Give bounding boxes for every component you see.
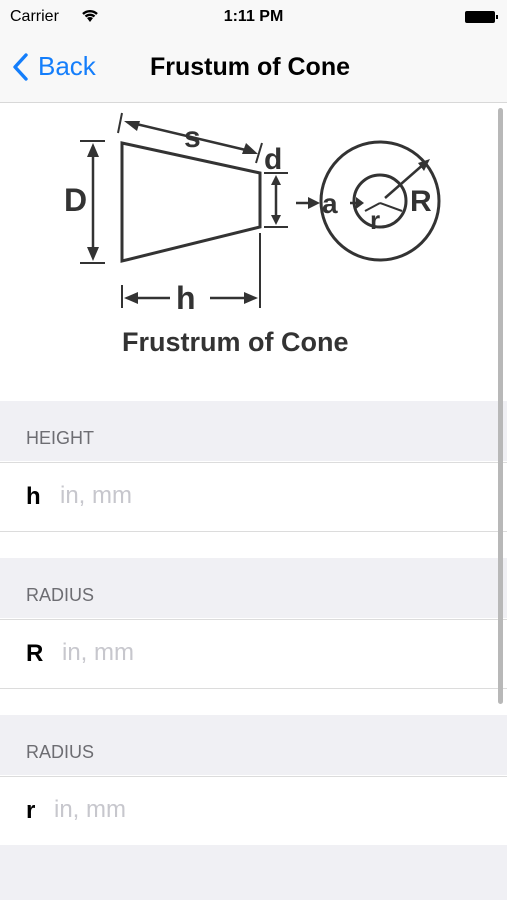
diagram-label-R: R — [410, 185, 432, 218]
section-header-radius-outer: RADIUS — [0, 558, 507, 618]
radius-outer-input[interactable] — [60, 638, 364, 668]
section-title: RADIUS — [26, 585, 95, 605]
diagram-label-d: d — [264, 143, 282, 176]
frustum-diagram: D s d h a r R Fru — [64, 112, 441, 357]
diagram-label-h: h — [176, 280, 196, 316]
height-input[interactable] — [58, 481, 362, 511]
radius-inner-input[interactable] — [52, 795, 356, 825]
diagram-label-s: s — [184, 121, 201, 154]
navigation-bar: Back Frustum of Cone — [0, 36, 507, 103]
section-title: RADIUS — [26, 742, 95, 762]
back-label: Back — [38, 51, 96, 81]
section-header-radius-inner: RADIUS — [0, 715, 507, 775]
content-area: D s d h a r R Fru — [0, 103, 507, 900]
chevron-left-icon — [13, 52, 28, 81]
carrier-label: Carrier — [10, 8, 59, 25]
section-header-height: HEIGHT — [0, 401, 507, 461]
field-label-r: r — [26, 797, 36, 824]
field-label-h: h — [26, 483, 41, 510]
radius-outer-field-row: R — [0, 619, 507, 689]
radius-inner-field-row: r — [0, 776, 507, 846]
scrollbar[interactable] — [498, 108, 503, 704]
status-time: 1:11 PM — [223, 8, 284, 25]
diagram-caption: Frustrum of Cone — [122, 327, 349, 357]
back-button[interactable]: Back — [12, 51, 96, 82]
section-title: HEIGHT — [26, 428, 95, 448]
diagram-label-a: a — [322, 188, 338, 219]
battery-icon — [465, 11, 498, 23]
diagram-label-r: r — [370, 205, 380, 235]
page-title: Frustum of Cone — [150, 53, 350, 81]
height-field-row: h — [0, 462, 507, 532]
wifi-icon — [80, 8, 100, 29]
field-label-R: R — [26, 640, 44, 667]
table-footer-space — [0, 845, 507, 900]
diagram-label-D: D — [64, 182, 87, 218]
status-bar: Carrier 1:11 PM — [0, 0, 507, 36]
